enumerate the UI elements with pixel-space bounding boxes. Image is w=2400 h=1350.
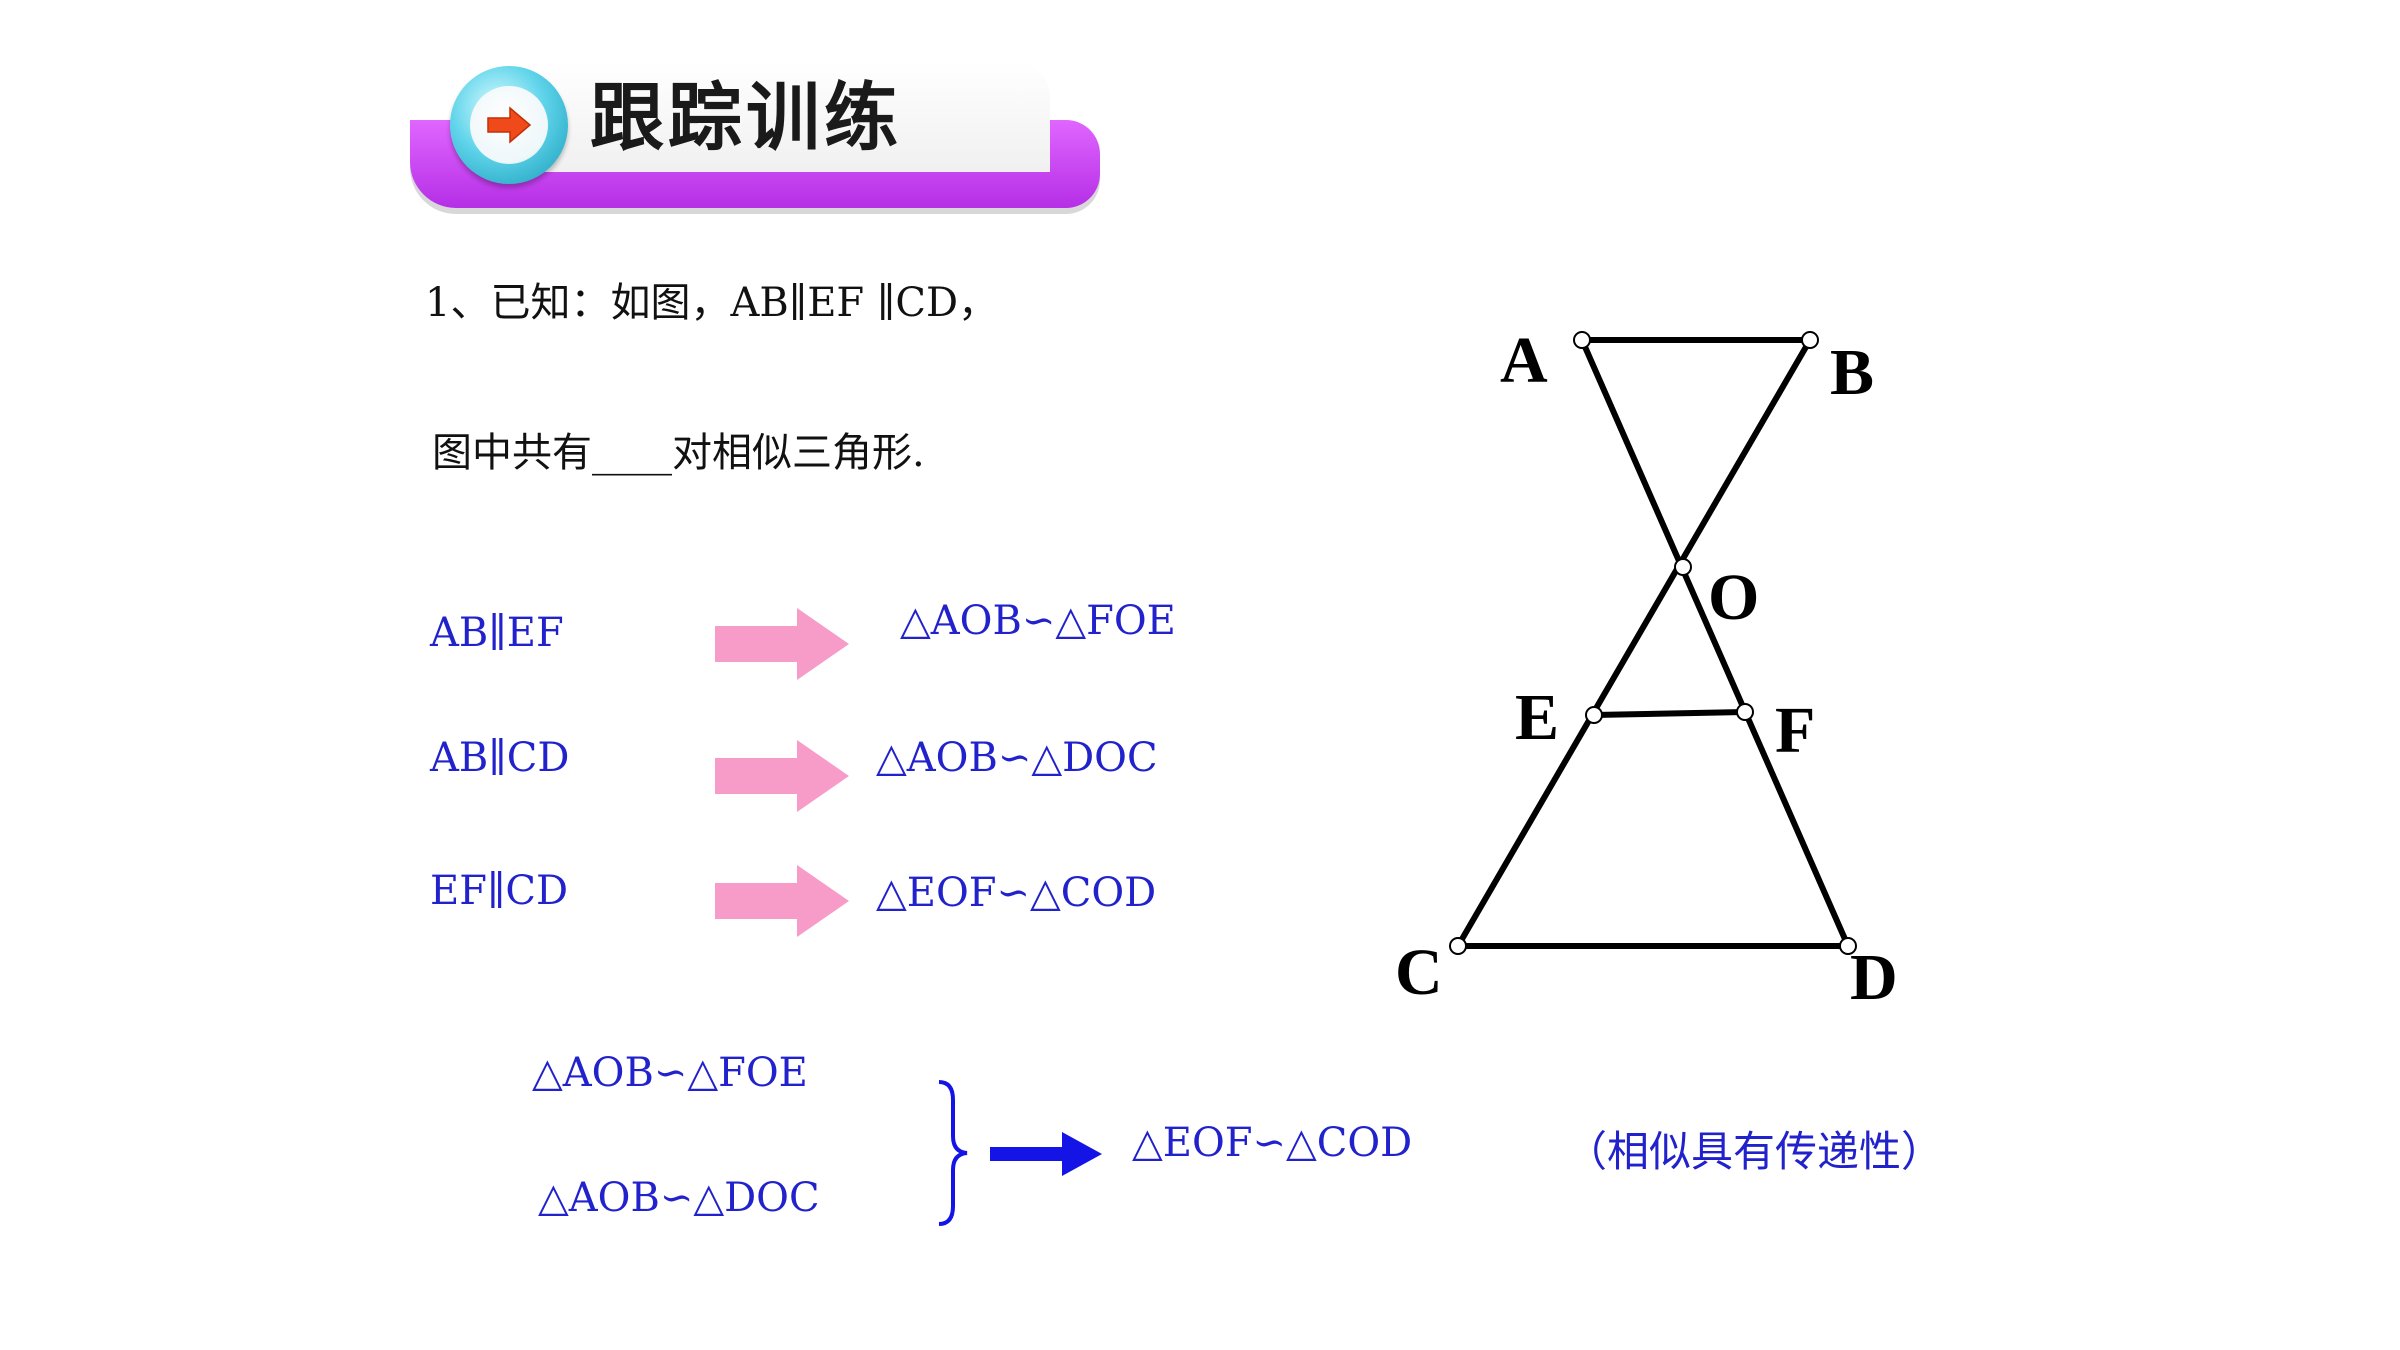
conclusion-premise-2: △AOB∽△DOC [538,1175,820,1221]
point-e [1585,706,1603,724]
right-brace-icon [938,1080,968,1226]
segment-bc [1455,337,1813,949]
label-b: B [1830,336,1875,409]
question-line-2: 图中共有____对相似三角形. [432,430,925,476]
conclusion-result: △EOF∽△COD [1132,1120,1413,1166]
pink-arrow-icon [715,608,849,680]
point-a [1573,331,1591,349]
pink-arrow-icon [715,865,849,937]
page-title: 跟踪训练 [590,75,902,161]
point-d [1839,937,1857,955]
point-o [1674,558,1692,576]
label-d: D [1850,941,1898,1014]
step-result: △EOF∽△COD [876,870,1157,916]
step-result: △AOB∽△FOE [900,598,1176,644]
point-b [1801,331,1819,349]
question-line-1: 1、已知：如图，AB∥EF ∥CD， [425,280,999,326]
segment-ef [1591,709,1748,718]
label-o: O [1708,561,1760,634]
label-a: A [1500,324,1548,397]
conclusion-premise-1: △AOB∽△FOE [532,1050,808,1096]
label-c: C [1395,936,1443,1009]
label-e: E [1515,681,1560,754]
conclusion-note: （相似具有传递性） [1565,1127,1944,1176]
label-f: F [1775,694,1816,767]
segment-ad [1579,337,1851,949]
pink-arrow-icon [715,740,849,812]
step-condition: AB∥EF [430,610,564,656]
point-c [1449,937,1467,955]
point-f [1736,703,1754,721]
step-condition: AB∥CD [430,735,570,781]
banner-tab [510,62,1050,172]
arrow-right-icon [470,86,548,164]
step-condition: EF∥CD [430,868,569,914]
step-result: △AOB∽△DOC [876,735,1158,781]
blue-arrow-icon [990,1132,1102,1176]
